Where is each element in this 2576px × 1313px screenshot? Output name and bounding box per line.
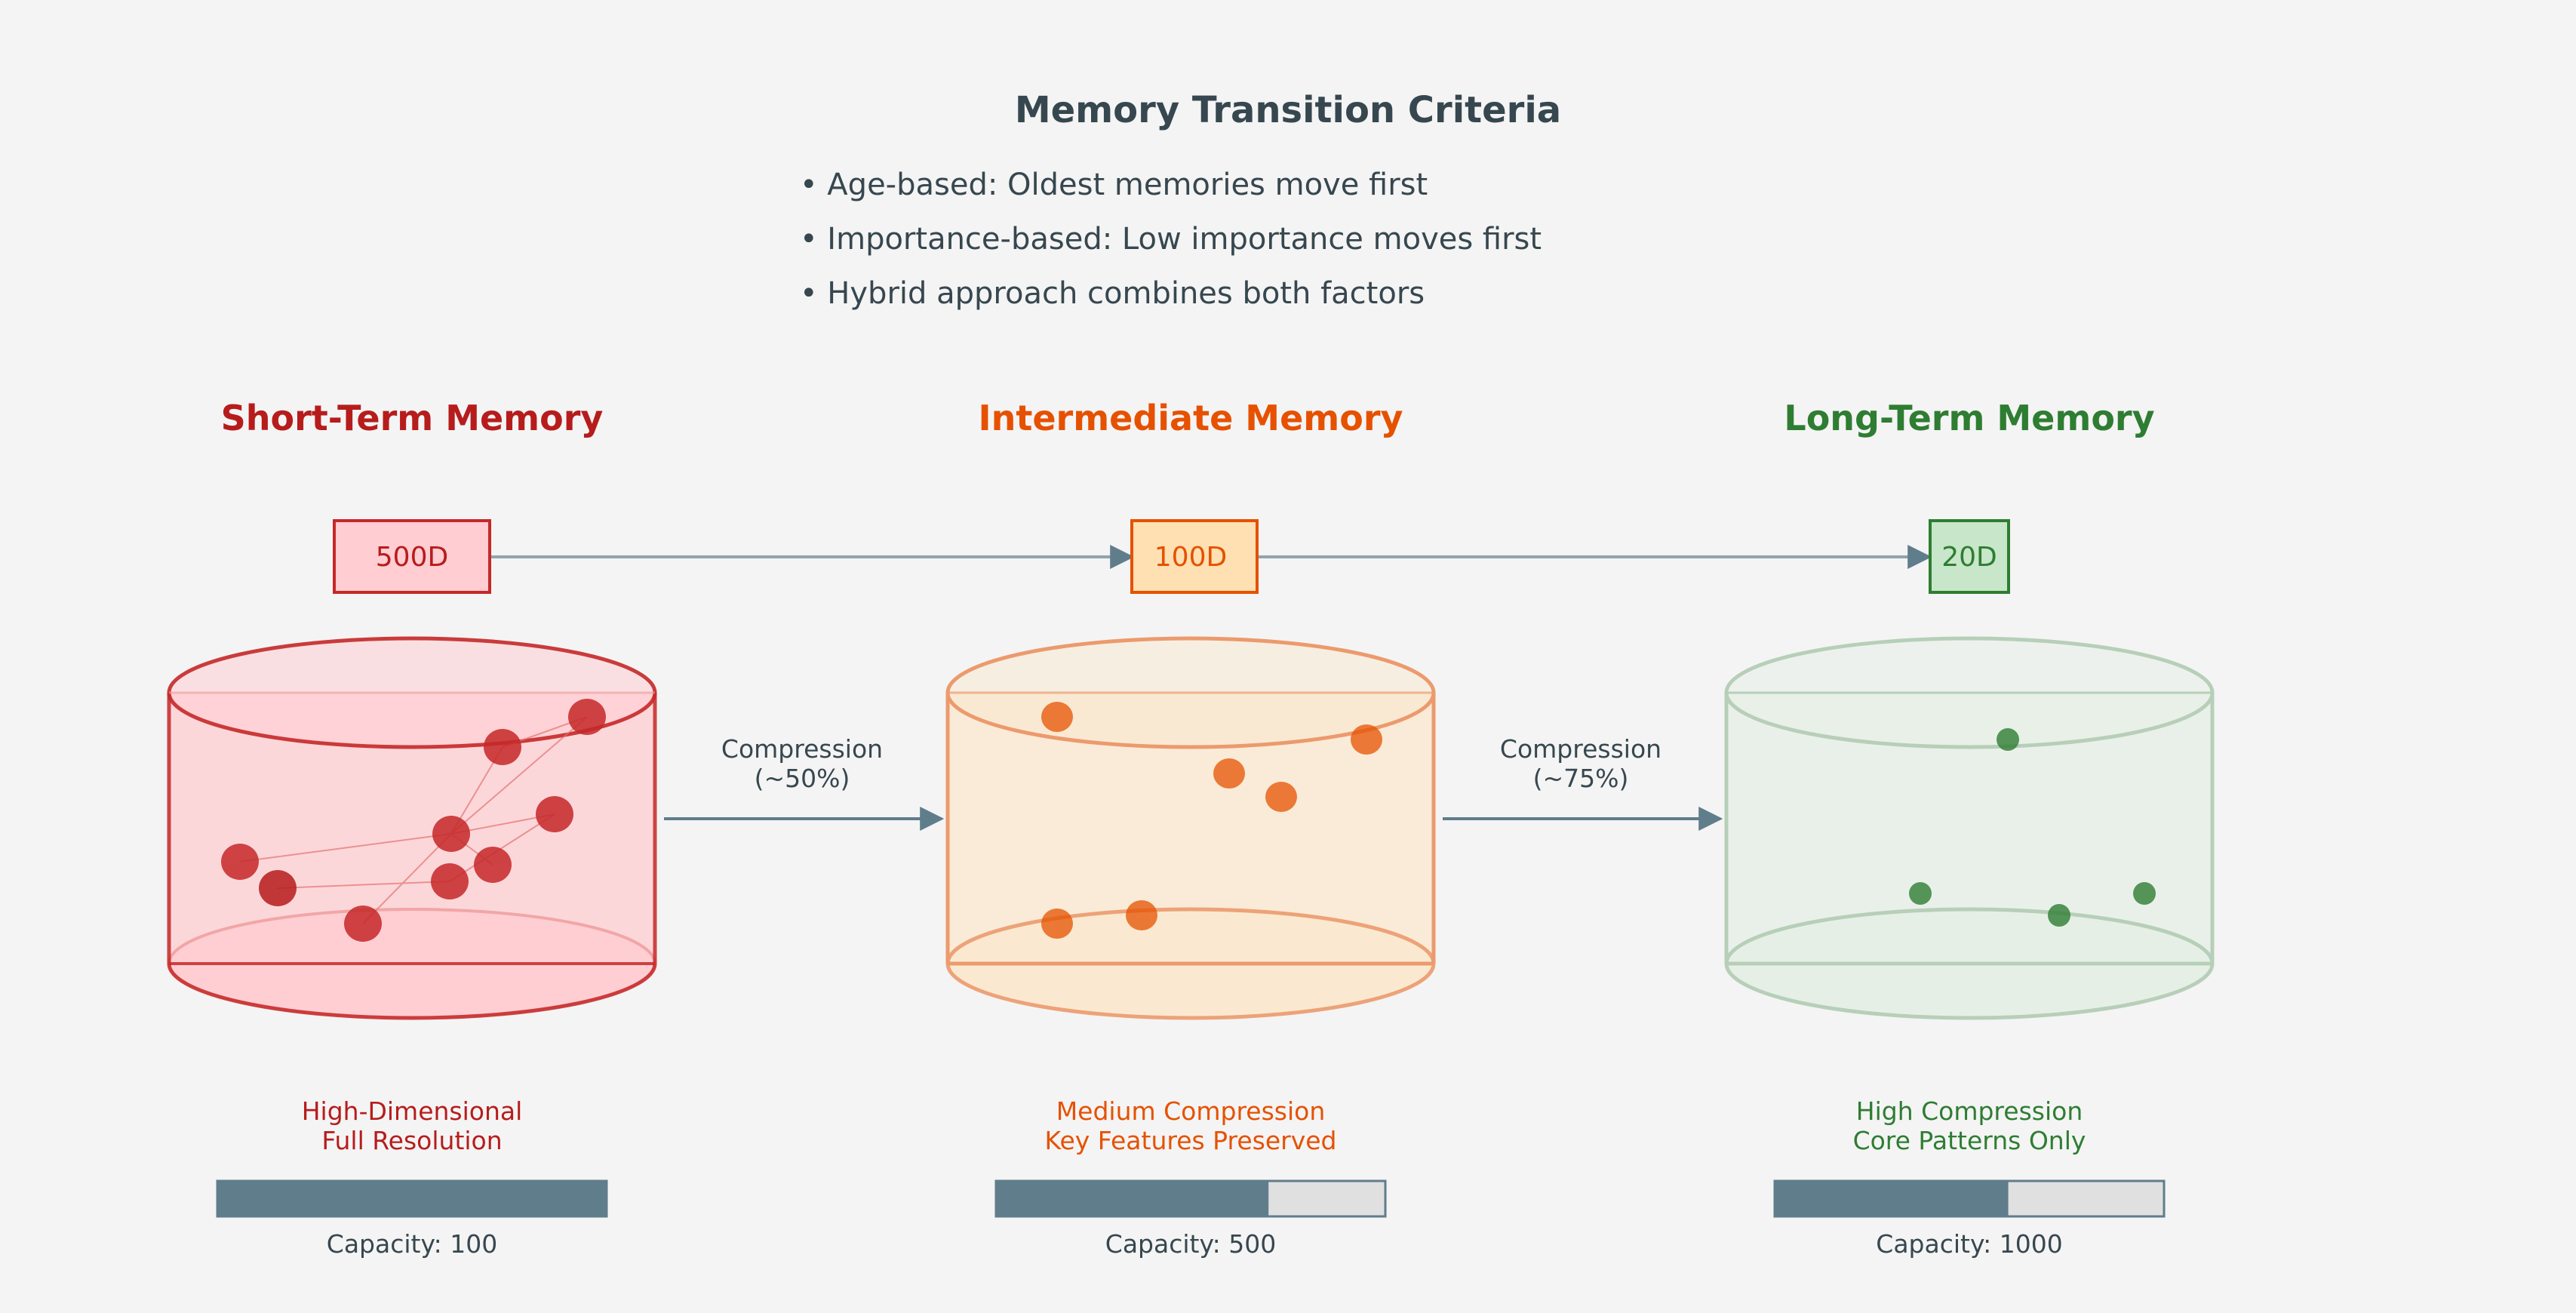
capacity-label: Capacity: 500 [1105,1229,1276,1259]
compression-label: Compression [721,734,883,764]
compression-ratio: (~75%) [1533,764,1629,793]
memory-node [221,844,259,880]
capacity-bar-long-term [1773,1179,2166,1218]
memory-node [432,816,470,852]
memory-node [2048,904,2070,927]
stage-caption: High-Dimensional [302,1096,523,1126]
memory-node [1041,702,1073,732]
memory-node [568,699,606,735]
section-title-long-term: Long-Term Memory [1784,398,2154,438]
stage-caption: High Compression [1856,1096,2083,1126]
dimension-box-long-term: 20D [1929,519,2010,594]
short-term-memory-cylinder [167,636,657,1020]
page-title: Memory Transition Criteria [1015,89,1561,131]
section-title-short-term: Short-Term Memory [221,398,604,438]
memory-node [484,729,521,765]
memory-node [1265,782,1297,812]
memory-node [1213,758,1245,789]
dimension-box-short-term: 500D [333,519,491,594]
long-term-nodes [1909,728,2156,927]
memory-node [344,906,382,942]
memory-node [474,847,512,883]
memory-node [431,863,469,899]
memory-node [536,796,573,832]
svg-text:500D: 500D [376,542,448,573]
memory-node [1997,728,2019,751]
dimension-box-intermediate: 100D [1130,519,1259,594]
short-term-nodes [221,699,606,942]
memory-node [1909,882,1932,905]
section-title-intermediate: Intermediate Memory [979,398,1403,438]
compression-label: Compression [1500,734,1661,764]
criteria-item: • Age-based: Oldest memories move first [800,168,1428,202]
stage-caption: Core Patterns Only [1853,1126,2086,1155]
capacity-bar-intermediate [994,1179,1387,1218]
intermediate-nodes [1041,702,1382,939]
memory-node [1351,724,1382,755]
compression-ratio: (~50%) [755,764,850,793]
memory-node [1126,900,1157,930]
capacity-label: Capacity: 1000 [1876,1229,2062,1259]
criteria-item: • Hybrid approach combines both factors [800,276,1425,311]
memory-node [259,870,297,906]
stage-caption: Key Features Preserved [1044,1126,1336,1155]
criteria-item: • Importance-based: Low importance moves… [800,222,1542,257]
svg-text:20D: 20D [1941,542,1997,573]
capacity-bar-short-term [216,1179,608,1218]
svg-text:100D: 100D [1154,542,1227,573]
intermediate-memory-cylinder [945,636,1436,1020]
memory-node [2133,882,2156,905]
long-term-memory-cylinder [1724,636,2215,1020]
stage-caption: Full Resolution [321,1126,502,1155]
memory-node [1041,909,1073,939]
stage-caption: Medium Compression [1056,1096,1326,1126]
capacity-label: Capacity: 100 [327,1229,497,1259]
